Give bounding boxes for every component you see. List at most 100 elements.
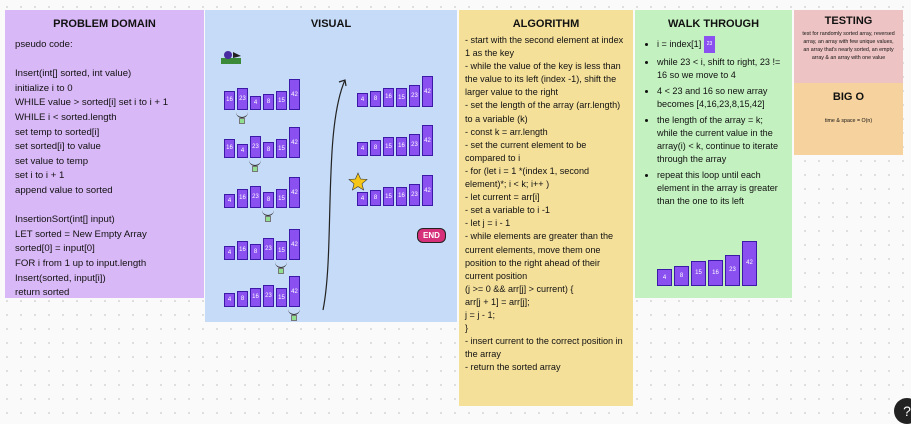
pseudo-code-line: set i to i + 1 [15,170,65,182]
left-row-2-value-box: 23 [250,185,261,208]
big-o-title: BIG O [832,91,865,103]
right-row-2-value-box: 42 [422,175,433,206]
left-row-1-value-box: 16 [224,138,235,158]
algorithm-line: - insert current to the correct position… [465,336,623,360]
right-row-0-value-box: 42 [422,76,433,107]
help-button[interactable]: ? [894,398,911,424]
left-row-2-value-box: 16 [237,188,248,208]
pseudo-code-line [15,53,194,68]
algorithm-line: - set the current element to be compared… [465,139,587,163]
left-row-3-value-box: 16 [237,240,248,260]
walkthrough-bar: 16 [708,260,723,286]
end-badge: END [417,228,446,243]
compare-marker [252,166,258,172]
left-row-0-value-box: 42 [289,79,300,110]
left-row-1-value-box: 23 [250,135,261,158]
right-row-1-value-box: 8 [370,140,381,156]
algorithm-panel: ALGORITHM - start with the second elemen… [459,10,633,406]
right-row-2-value-box: 15 [383,187,394,206]
right-row-1-value-box: 4 [357,142,368,156]
pseudo-code-line: sorted[0] = input[0] [15,243,95,255]
algorithm-line: - set the length of the array (arr.lengt… [465,100,621,124]
compare-marker [278,268,284,274]
right-row-0-value-box: 4 [357,93,368,107]
algorithm-line: - set a variable to i -1 [465,205,550,216]
left-row-2-value-box: 8 [263,192,274,208]
right-row-0-value-box: 8 [370,91,381,107]
problem-domain-panel: PROBLEM DOMAIN pseudo code: Insert(int[]… [5,10,204,298]
right-row-2-value-box: 23 [409,183,420,206]
algorithm-line: (j >= 0 && arr[j] > current) { [465,283,574,294]
pseudo-code: pseudo code: Insert(int[] sorted, int va… [15,38,194,301]
swap-arc [249,160,261,166]
compare-marker [239,118,245,124]
left-row-0-value-box: 15 [276,91,287,110]
algorithm-line: - start with the second element at index… [465,35,624,59]
algorithm-title: ALGORITHM [512,18,580,30]
pseudo-code-line: pseudo code: [15,39,73,50]
pseudo-code-line: return sorted [15,287,70,299]
pseudo-code-line: WHILE value > sorted[i] set i to i + 1 [15,97,169,109]
swap-arc [288,309,300,315]
left-row-4-value-box: 16 [250,287,261,307]
left-row-2-value-box: 42 [289,177,300,208]
pseudo-code-line: LET sorted = New Empty Array [15,228,147,240]
left-row-4-value-box: 23 [263,284,274,307]
left-row-4-value-box: 42 [289,276,300,307]
pseudo-code-line: Insert(sorted, input[i]) [15,272,106,284]
big-o-text: time & space = O(n) [824,118,873,124]
algorithm-line: - while elements are greater than the cu… [465,231,614,281]
walkthrough-bar: 4 [657,269,672,286]
walkthrough-panel: WALK THROUGH i = index[1] 23 while 23 < … [635,10,792,298]
algorithm-line: } [465,323,469,334]
left-row-0-value-box: 23 [237,87,248,110]
right-row-2-value-box: 8 [370,190,381,206]
algorithm-line: - for (let i = 1 *(index 1, second eleme… [465,165,590,190]
left-row-4-value-box: 8 [237,291,248,307]
pseudo-code-line: set sorted[i] to value [15,141,101,153]
walkthrough-item: while 23 < i, shift to right, 23 != 16 s… [657,56,786,82]
left-row-1-value-box: 15 [276,139,287,158]
right-row-1-value-box: 23 [409,133,420,156]
compare-marker [291,315,297,321]
left-row-4-value-box: 15 [276,288,287,307]
pseudo-code-line: WHILE i < sorted.length [15,111,117,123]
pseudo-code-line: InsertionSort(int[] input) [15,214,115,226]
left-row-3-value-box: 8 [250,244,261,260]
pseudo-code-line: set temp to sorted[i] [15,126,100,138]
right-row-0-value-box: 15 [396,88,407,107]
star-icon [348,172,368,197]
left-row-3-value-box: 42 [289,229,300,260]
left-row-2-value-box: 15 [276,189,287,208]
right-row-0-value-box: 23 [409,84,420,107]
walkthrough-item: repeat this loop until each element in t… [657,169,786,208]
left-row-1-value-box: 8 [263,142,274,158]
swap-arc [275,262,287,268]
left-row-3-value-box: 23 [263,237,274,260]
walkthrough-bar: 15 [691,260,706,286]
problem-domain-title: PROBLEM DOMAIN [53,18,156,30]
algorithm-line: j = j - 1; [465,309,496,320]
algorithm-line: - const k = arr.length [465,126,548,137]
walkthrough-item: i = index[1] 23 [657,36,786,53]
pseudo-code-line [15,199,194,214]
left-row-0-value-box: 16 [224,90,235,110]
pseudo-code-line: initialize i to 0 [15,82,73,94]
algorithm-line: - while the value of the key is less tha… [465,61,621,98]
swap-arc [236,112,248,118]
visual-title: VISUAL [310,18,352,30]
walkthrough-bar: 8 [674,266,689,286]
left-row-1-value-box: 42 [289,127,300,158]
left-row-3-value-box: 4 [224,246,235,260]
walkthrough-bar: 42 [742,240,757,286]
pseudo-code-line: set value to temp [15,155,89,167]
algorithm-line: - let j = i - 1 [465,218,511,229]
left-row-4-value-box: 4 [224,293,235,307]
right-row-0-value-box: 16 [383,87,394,107]
right-row-2-value-box: 16 [396,186,407,206]
rocket-icon [219,48,243,73]
algorithm-line: - let current = arr[i] [465,192,540,203]
walkthrough-list: i = index[1] 23 while 23 < i, shift to r… [641,36,786,208]
walkthrough-item: the length of the array = k; while the c… [657,114,786,166]
